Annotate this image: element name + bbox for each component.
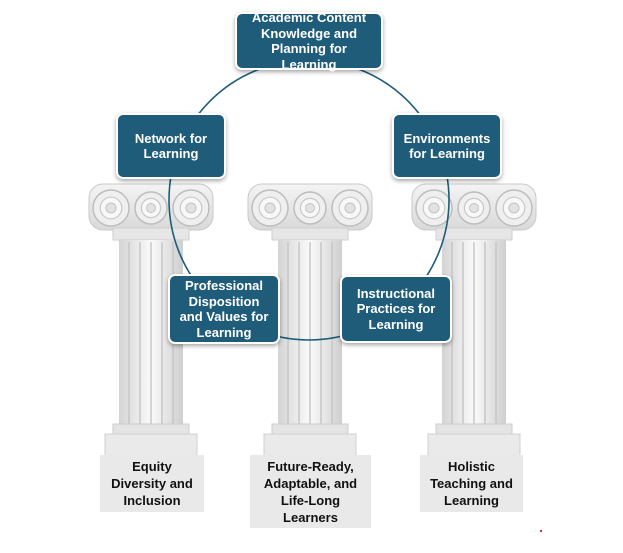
node-instructional-practices: Instructional Practices for Learning xyxy=(340,275,452,343)
pillar-label-right: Holistic Teaching and Learning xyxy=(420,455,523,512)
node-professional-disposition: Professional Disposition and Values for … xyxy=(168,274,280,344)
pillar-right xyxy=(411,183,537,457)
pillar-center xyxy=(247,183,373,457)
node-network: Network for Learning xyxy=(116,113,226,179)
node-environments: Environments for Learning xyxy=(392,113,502,179)
pillar-label-left: Equity Diversity and Inclusion xyxy=(100,455,204,512)
stray-mark xyxy=(540,530,542,532)
node-academic-content: Academic Content Knowledge and Planning … xyxy=(235,10,383,72)
pillar-label-center: Future-Ready, Adaptable, and Life-Long L… xyxy=(250,455,371,528)
pillar-left xyxy=(88,183,214,457)
